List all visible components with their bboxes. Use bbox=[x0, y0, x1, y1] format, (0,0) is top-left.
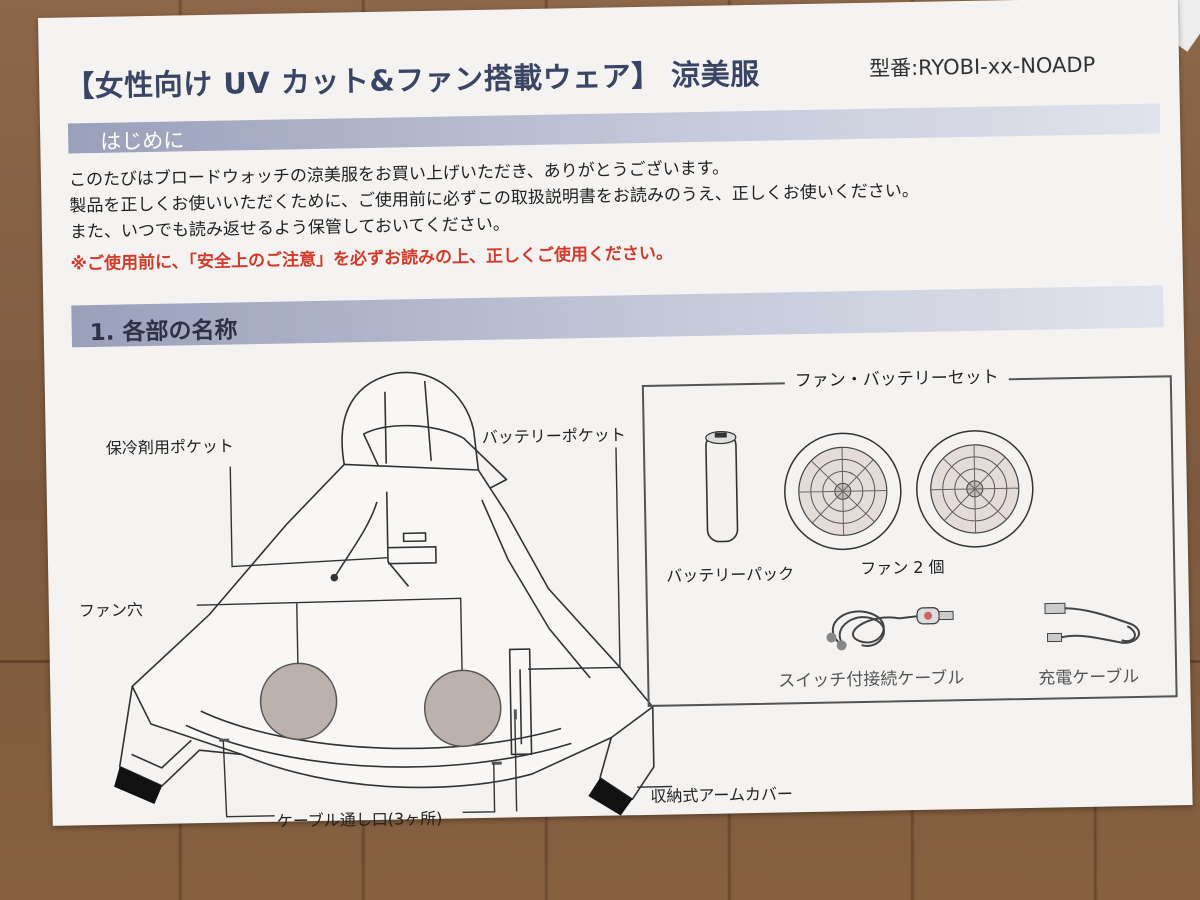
intro-header-band: はじめに bbox=[67, 103, 1161, 154]
fans-label: ファン 2 個 bbox=[860, 557, 945, 579]
intro-heading: はじめに bbox=[100, 128, 185, 154]
cable-port-label: ケーブル通し口(3ヶ所) bbox=[276, 808, 443, 831]
battery-pocket-label: バッテリーポケット bbox=[481, 425, 626, 447]
switch-cable-icon bbox=[826, 607, 954, 651]
safety-warning: ※ご使用前に、「安全上のご注意」を必ずお読みの上、正しくご使用ください。 bbox=[70, 243, 674, 275]
charge-cable-label: 充電ケーブル bbox=[1038, 666, 1140, 689]
arm-cover-label: 収納式アームカバー bbox=[650, 784, 794, 806]
document-title: 【女性向け UV カット&ファン搭載ウェア】 涼美服 bbox=[64, 56, 761, 104]
parts-header-band: 1. 各部の名称 bbox=[71, 285, 1164, 348]
fan-icon bbox=[784, 432, 902, 551]
charge-cable-icon bbox=[1044, 602, 1140, 644]
battery-pack-label: バッテリーパック bbox=[666, 564, 795, 586]
instruction-sheet: 【女性向け UV カット&ファン搭載ウェア】 涼美服 型番:RYOBI-xx-N… bbox=[38, 0, 1193, 831]
switch-cable-label: スイッチ付接続ケーブル bbox=[778, 668, 965, 692]
fan-hole-label: ファン穴 bbox=[78, 600, 144, 621]
battery-icon bbox=[705, 430, 739, 543]
fan-battery-set-title: ファン・バッテリーセット bbox=[784, 362, 1009, 392]
parts-heading: 1. 各部の名称 bbox=[89, 317, 238, 347]
hoodie-jacket-icon bbox=[114, 371, 673, 818]
cooling-pocket-label: 保冷剤用ポケット bbox=[105, 436, 235, 458]
fan-icon bbox=[916, 430, 1034, 548]
model-number: 型番:RYOBI-xx-NOADP bbox=[868, 52, 1096, 81]
